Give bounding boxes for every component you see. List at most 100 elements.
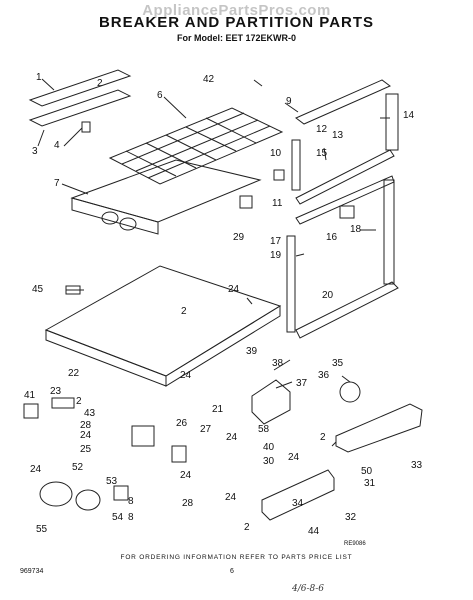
- callout-21: 21: [212, 404, 224, 415]
- callout-58: 58: [258, 424, 270, 435]
- light-cover-part: [335, 403, 423, 453]
- callout-2: 2: [244, 522, 250, 533]
- callout-7: 7: [54, 178, 60, 189]
- ordering-note: FOR ORDERING INFORMATION REFER TO PARTS …: [120, 554, 353, 561]
- knob-plate-part: [39, 481, 73, 507]
- switch-part: [171, 445, 187, 463]
- callout-40: 40: [263, 442, 275, 453]
- leader-lines: [37, 78, 390, 447]
- partition-frame-bottom-part: [295, 281, 399, 339]
- callout-35: 35: [332, 358, 344, 369]
- callout-18: 18: [350, 224, 362, 235]
- callout-24: 24: [226, 432, 238, 443]
- breaker-strip-part: [28, 69, 132, 127]
- callout-2: 2: [320, 432, 326, 443]
- callout-30: 30: [263, 456, 275, 467]
- callout-16: 16: [326, 232, 338, 243]
- callout-45: 45: [32, 284, 44, 295]
- callout-36: 36: [318, 370, 330, 381]
- callout-33: 33: [411, 460, 423, 471]
- watermark-text: AppliancePartsPros.com: [142, 2, 331, 19]
- callout-32: 32: [345, 512, 357, 523]
- callout-2: 2: [97, 78, 103, 89]
- callout-50: 50: [361, 466, 373, 477]
- bracket-part: [51, 397, 75, 409]
- callout-24: 24: [225, 492, 237, 503]
- bracket-part: [273, 169, 285, 181]
- callout-31: 31: [364, 478, 376, 489]
- duct-base-part: [70, 159, 262, 235]
- callout-54: 54: [112, 512, 124, 523]
- housing-part: [251, 379, 291, 425]
- page-number: 6: [230, 568, 234, 575]
- vertical-strip-part: [286, 235, 296, 333]
- callout-13: 13: [332, 130, 344, 141]
- callout-17: 17: [270, 236, 282, 247]
- callout-11: 11: [272, 198, 283, 209]
- handwritten-note: 4/6-8-6: [292, 584, 325, 594]
- bracket-part: [339, 205, 355, 219]
- callout-15: 15: [316, 148, 328, 159]
- divider-strip-part: [295, 175, 395, 225]
- callout-2: 2: [181, 306, 187, 317]
- terminal-part: [23, 403, 39, 419]
- callout-2: 2: [76, 396, 82, 407]
- right-vertical-part: [383, 179, 395, 285]
- callout-38: 38: [272, 358, 284, 369]
- callout-20: 20: [322, 290, 334, 301]
- callout-24: 24: [180, 470, 192, 481]
- callout-9: 9: [286, 96, 292, 107]
- document-number: 969734: [20, 568, 44, 575]
- callout-55: 55: [36, 524, 48, 535]
- side-piece-part: [385, 93, 399, 151]
- light-bulb-part: [339, 381, 361, 403]
- callout-44: 44: [308, 526, 320, 537]
- callout-52: 52: [72, 462, 84, 473]
- callout-28: 28: [182, 498, 194, 509]
- callout-8: 8: [128, 512, 134, 523]
- mounting-bracket-part: [261, 469, 335, 521]
- callout-10: 10: [270, 148, 282, 159]
- callout-19: 19: [270, 250, 282, 261]
- callout-34: 34: [292, 498, 304, 509]
- partition-frame-top-part: [295, 79, 391, 125]
- callout-26: 26: [176, 418, 188, 429]
- callout-37: 37: [296, 378, 308, 389]
- model-subtitle: For Model: EET 172EKWR-0: [176, 33, 296, 43]
- callout-22: 22: [68, 368, 80, 379]
- partition-tray-part: [44, 265, 282, 387]
- callout-24: 24: [228, 284, 240, 295]
- callout-12: 12: [316, 124, 328, 135]
- callout-8: 8: [128, 496, 134, 507]
- callout-1: 1: [36, 72, 42, 83]
- callout-24: 24: [180, 370, 192, 381]
- callout-14: 14: [403, 110, 415, 121]
- figure-code: RE9086: [344, 541, 366, 547]
- thermostat-part: [131, 425, 155, 447]
- callout-6: 6: [157, 90, 163, 101]
- callout-4: 4: [54, 140, 60, 151]
- callout-3: 3: [32, 146, 38, 157]
- divider-strip-part: [295, 149, 395, 205]
- callout-43: 43: [84, 408, 96, 419]
- callout-53: 53: [106, 476, 118, 487]
- callout-24: 24: [30, 464, 42, 475]
- vertical-strip-part: [291, 139, 301, 191]
- callout-39: 39: [246, 346, 258, 357]
- callout-42: 42: [203, 74, 215, 85]
- callout-29: 29: [233, 232, 245, 243]
- callout-25: 25: [80, 444, 92, 455]
- dial-part: [75, 489, 101, 511]
- callout-23: 23: [50, 386, 62, 397]
- callout-24: 24: [80, 430, 92, 441]
- connector-part: [113, 485, 129, 501]
- callout-28: 28: [80, 420, 92, 431]
- callout-24: 24: [288, 452, 300, 463]
- callout-41: 41: [24, 390, 36, 401]
- latch-part: [239, 195, 253, 209]
- callout-27: 27: [200, 424, 212, 435]
- diagram-title: BREAKER AND PARTITION PARTS: [98, 14, 375, 31]
- clip-part: [81, 121, 91, 133]
- grille-part: [108, 107, 284, 185]
